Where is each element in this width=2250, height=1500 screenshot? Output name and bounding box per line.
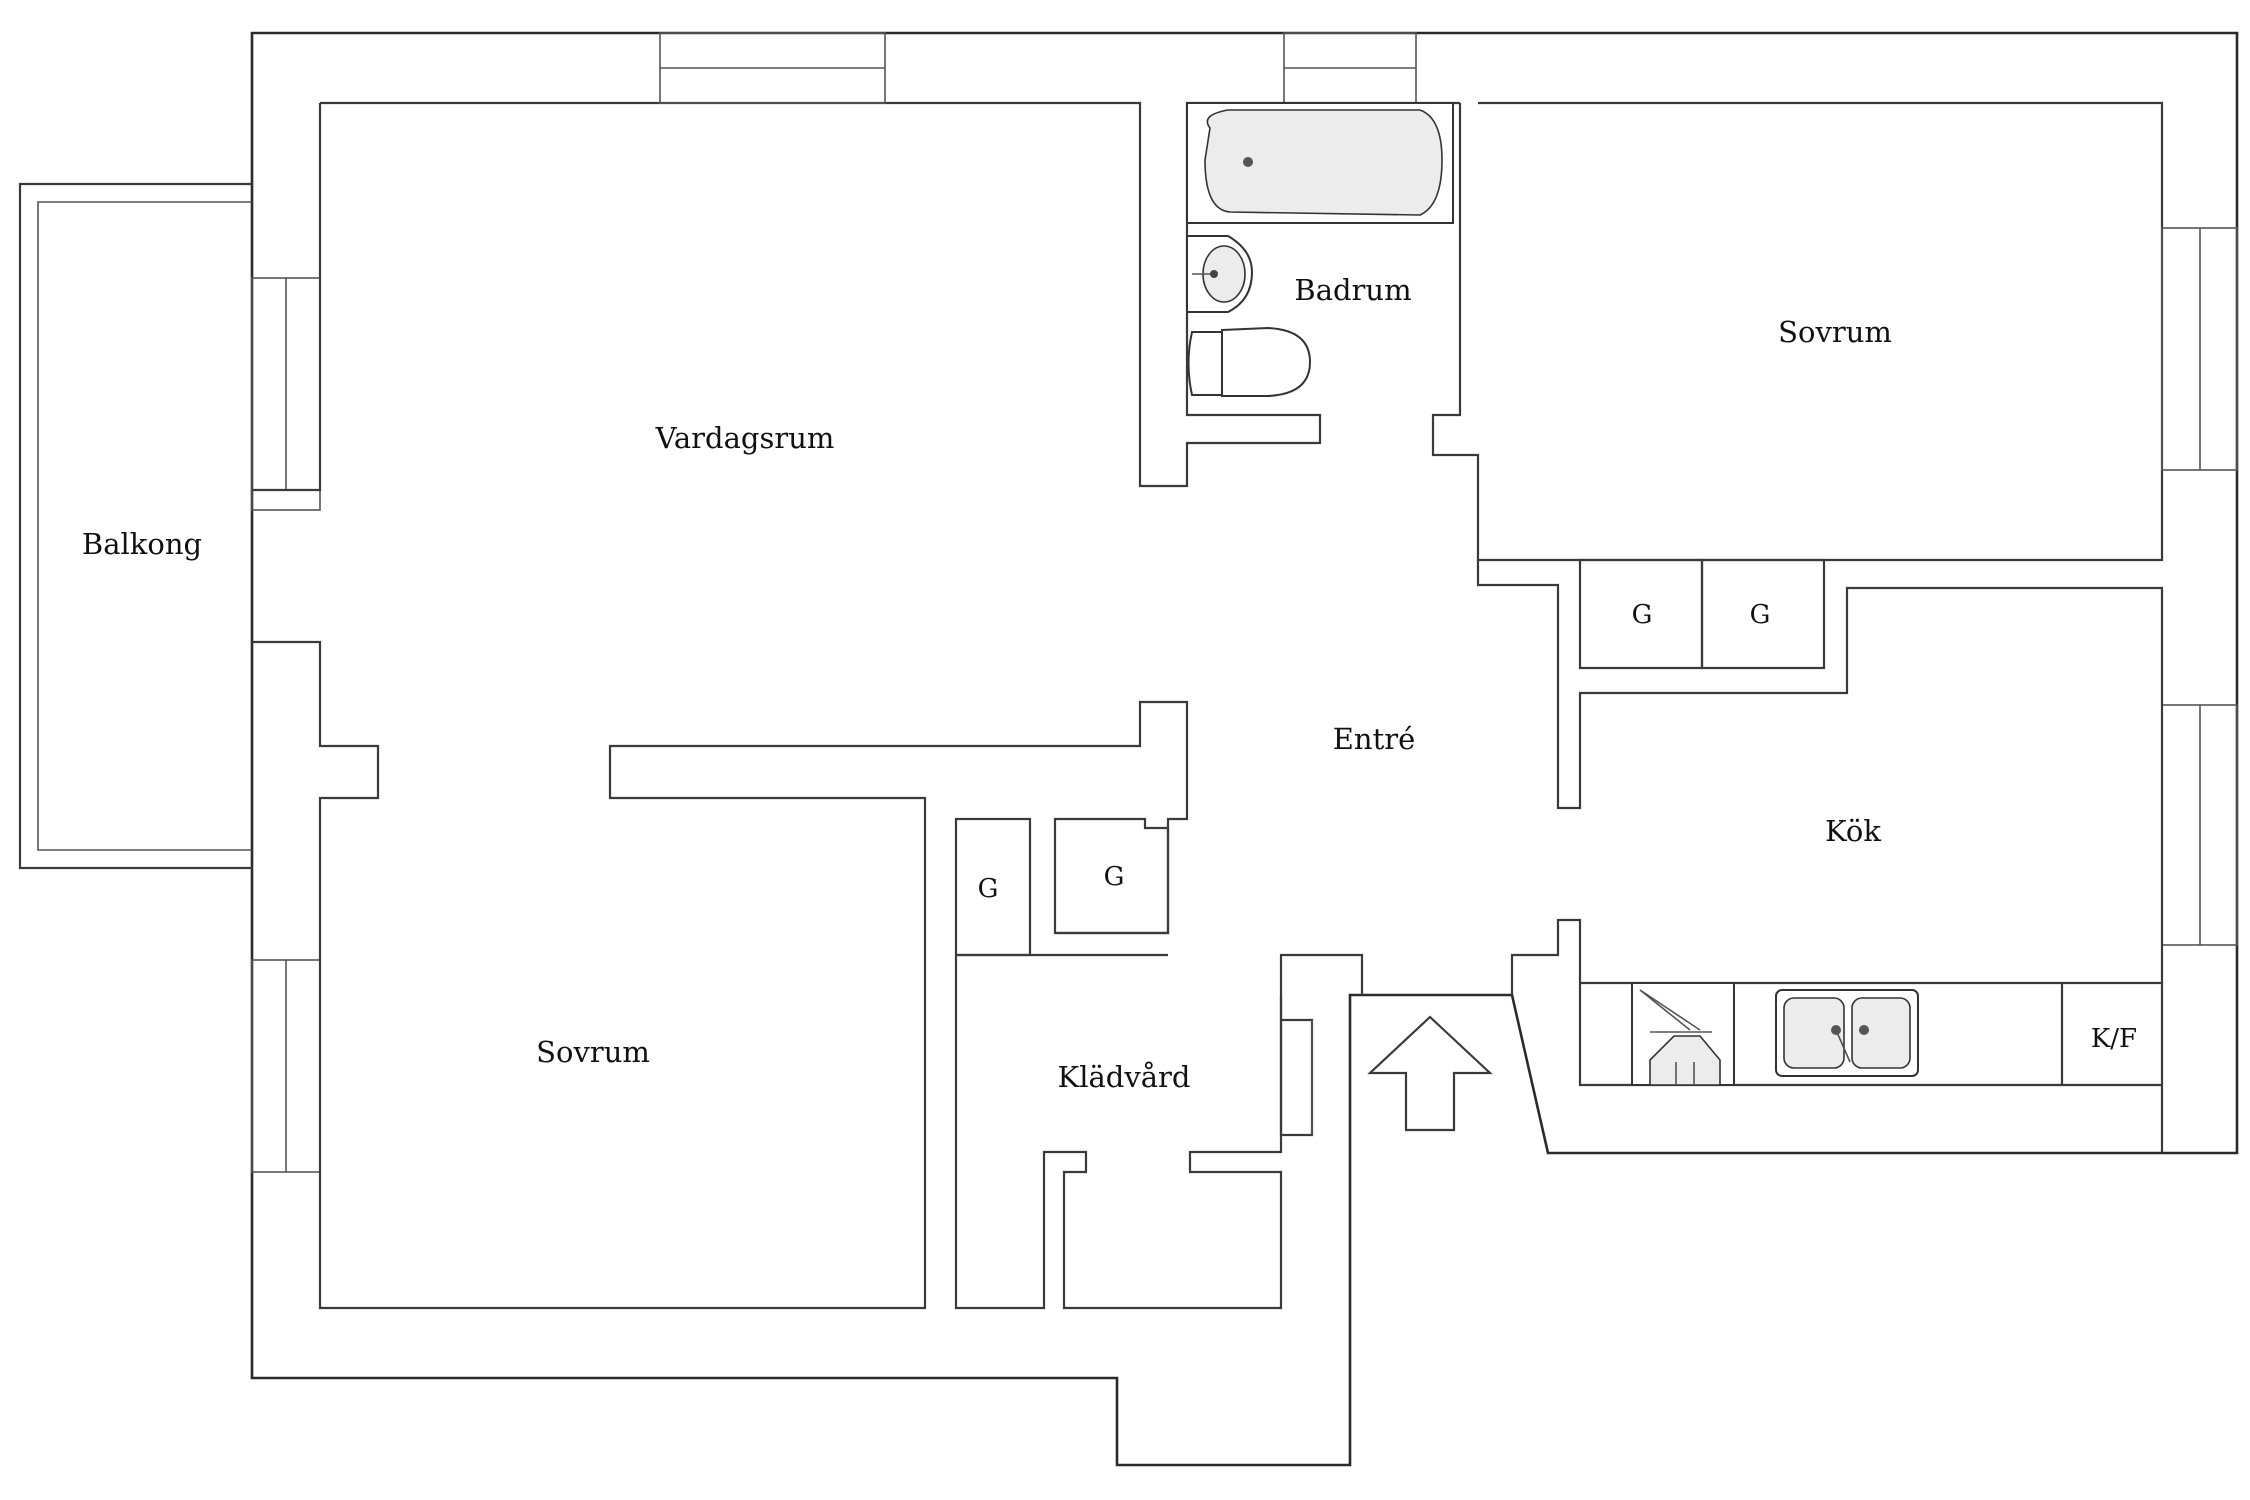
room-label-bedroom-bottom: Sovrum: [536, 1035, 650, 1069]
room-label-laundry: Klädvård: [1058, 1060, 1191, 1094]
toilet-icon: [1187, 326, 1312, 397]
outer-walls: [250, 31, 2239, 1467]
room-label-living-room: Vardagsrum: [655, 421, 835, 455]
balcony: [18, 182, 252, 870]
room-label-kitchen: Kök: [1825, 814, 1881, 848]
closet-label: G: [978, 874, 999, 904]
entrance-arrow-icon: [1367, 1015, 1493, 1132]
closet-label: G: [1750, 600, 1771, 630]
fridge-freezer-label: K/F: [2091, 1024, 2137, 1054]
double-sink-icon: [1775, 989, 1919, 1077]
sink-icon: [1186, 235, 1254, 313]
bathtub-icon: [1186, 102, 1454, 224]
closet-label: G: [1632, 600, 1653, 630]
room-label-bathroom: Badrum: [1294, 273, 1411, 307]
closet-label: G: [1104, 862, 1125, 892]
room-label-hall: Entré: [1333, 722, 1416, 756]
room-label-balcony: Balkong: [82, 527, 202, 561]
stove-icon: [1631, 982, 1735, 1086]
room-label-bedroom-top: Sovrum: [1778, 315, 1892, 349]
